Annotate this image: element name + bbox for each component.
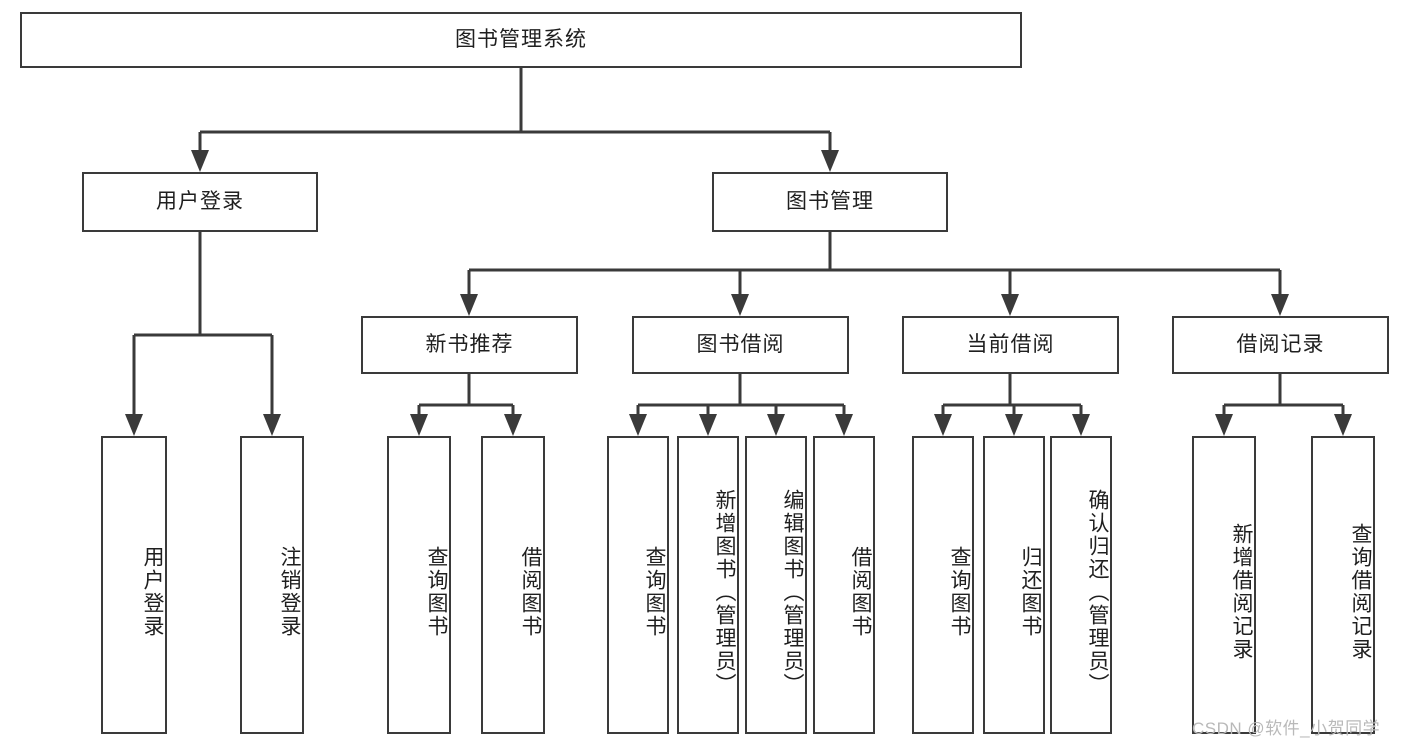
node-label: 图书管理系统 <box>455 28 587 52</box>
node-leaf-query-book-3[interactable]: 查询图书 <box>912 436 974 734</box>
node-label: 当前借阅 <box>966 333 1055 357</box>
node-book-manage[interactable]: 图书管理 <box>712 172 948 232</box>
connector-arrowhead-bookborrow-to-leaves-3 <box>835 414 853 436</box>
node-book-borrow[interactable]: 图书借阅 <box>632 316 849 374</box>
node-leaf-user-logout[interactable]: 注销登录 <box>240 436 304 734</box>
node-leaf-return-book[interactable]: 归还图书 <box>983 436 1045 734</box>
node-leaf-query-record[interactable]: 查询借阅记录 <box>1311 436 1375 734</box>
node-user-login[interactable]: 用户登录 <box>82 172 318 232</box>
node-label: 借阅图书 <box>519 546 542 638</box>
node-borrow-record[interactable]: 借阅记录 <box>1172 316 1389 374</box>
node-leaf-edit-book[interactable]: 编辑图书（管理员） <box>745 436 807 734</box>
connector-arrowhead-root-to-level1-1 <box>821 150 839 172</box>
connector-arrowhead-userlogin-to-leaves-0 <box>125 414 143 436</box>
connector-arrowhead-bookmanage-to-level2-0 <box>460 294 478 316</box>
node-label: 借阅记录 <box>1236 333 1325 357</box>
connector-arrowhead-currentborrow-to-leaves-1 <box>1005 414 1023 436</box>
connector-arrowhead-borrowrecord-to-leaves-1 <box>1334 414 1352 436</box>
node-label: 查询图书 <box>948 546 971 638</box>
connector-arrowhead-root-to-level1-0 <box>191 150 209 172</box>
connector-arrowhead-bookborrow-to-leaves-1 <box>699 414 717 436</box>
connector-arrowhead-bookborrow-to-leaves-0 <box>629 414 647 436</box>
node-new-book-rec[interactable]: 新书推荐 <box>361 316 578 374</box>
node-leaf-add-record[interactable]: 新增借阅记录 <box>1192 436 1256 734</box>
node-label: 查询借阅记录 <box>1349 523 1372 661</box>
node-current-borrow[interactable]: 当前借阅 <box>902 316 1119 374</box>
connector-arrowhead-bookborrow-to-leaves-2 <box>767 414 785 436</box>
node-leaf-borrow-book-2[interactable]: 借阅图书 <box>813 436 875 734</box>
node-label: 注销登录 <box>278 546 301 638</box>
node-label: 图书借阅 <box>696 333 785 357</box>
connector-arrowhead-newbook-to-leaves-1 <box>504 414 522 436</box>
connector-arrowhead-currentborrow-to-leaves-0 <box>934 414 952 436</box>
node-leaf-query-book-1[interactable]: 查询图书 <box>387 436 451 734</box>
node-label: 借阅图书 <box>849 546 872 638</box>
node-label: 图书管理 <box>786 190 874 214</box>
node-leaf-query-book-2[interactable]: 查询图书 <box>607 436 669 734</box>
node-label: 归还图书 <box>1019 546 1042 638</box>
node-label: 新增图书（管理员） <box>713 488 736 696</box>
node-leaf-borrow-book-1[interactable]: 借阅图书 <box>481 436 545 734</box>
node-label: 查询图书 <box>425 546 448 638</box>
node-root[interactable]: 图书管理系统 <box>20 12 1022 68</box>
connector-arrowhead-bookmanage-to-level2-1 <box>731 294 749 316</box>
node-label: 用户登录 <box>156 190 244 214</box>
node-label: 新书推荐 <box>425 333 514 357</box>
connector-arrowhead-userlogin-to-leaves-1 <box>263 414 281 436</box>
connector-arrowhead-bookmanage-to-level2-3 <box>1271 294 1289 316</box>
node-label: 查询图书 <box>643 546 666 638</box>
node-leaf-confirm-return[interactable]: 确认归还（管理员） <box>1050 436 1112 734</box>
node-label: 确认归还（管理员） <box>1086 488 1109 696</box>
node-label: 用户登录 <box>141 546 164 638</box>
node-label: 新增借阅记录 <box>1230 523 1253 661</box>
connector-arrowhead-bookmanage-to-level2-2 <box>1001 294 1019 316</box>
connector-arrowhead-currentborrow-to-leaves-2 <box>1072 414 1090 436</box>
connector-arrowhead-newbook-to-leaves-0 <box>410 414 428 436</box>
node-label: 编辑图书（管理员） <box>781 488 804 696</box>
watermark-text: CSDN @软件_小贺同学 <box>1192 719 1381 738</box>
connector-arrowhead-borrowrecord-to-leaves-0 <box>1215 414 1233 436</box>
node-leaf-user-login[interactable]: 用户登录 <box>101 436 167 734</box>
node-leaf-add-book[interactable]: 新增图书（管理员） <box>677 436 739 734</box>
